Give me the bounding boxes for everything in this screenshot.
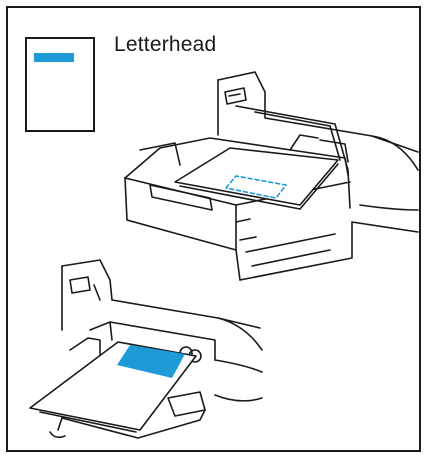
letterhead-band xyxy=(34,53,74,62)
paper-tray-icon xyxy=(125,72,418,280)
letterhead-label: Letterhead xyxy=(114,33,216,57)
letterhead-sheet-icon xyxy=(26,38,94,131)
manual-feeder-icon xyxy=(30,260,262,438)
